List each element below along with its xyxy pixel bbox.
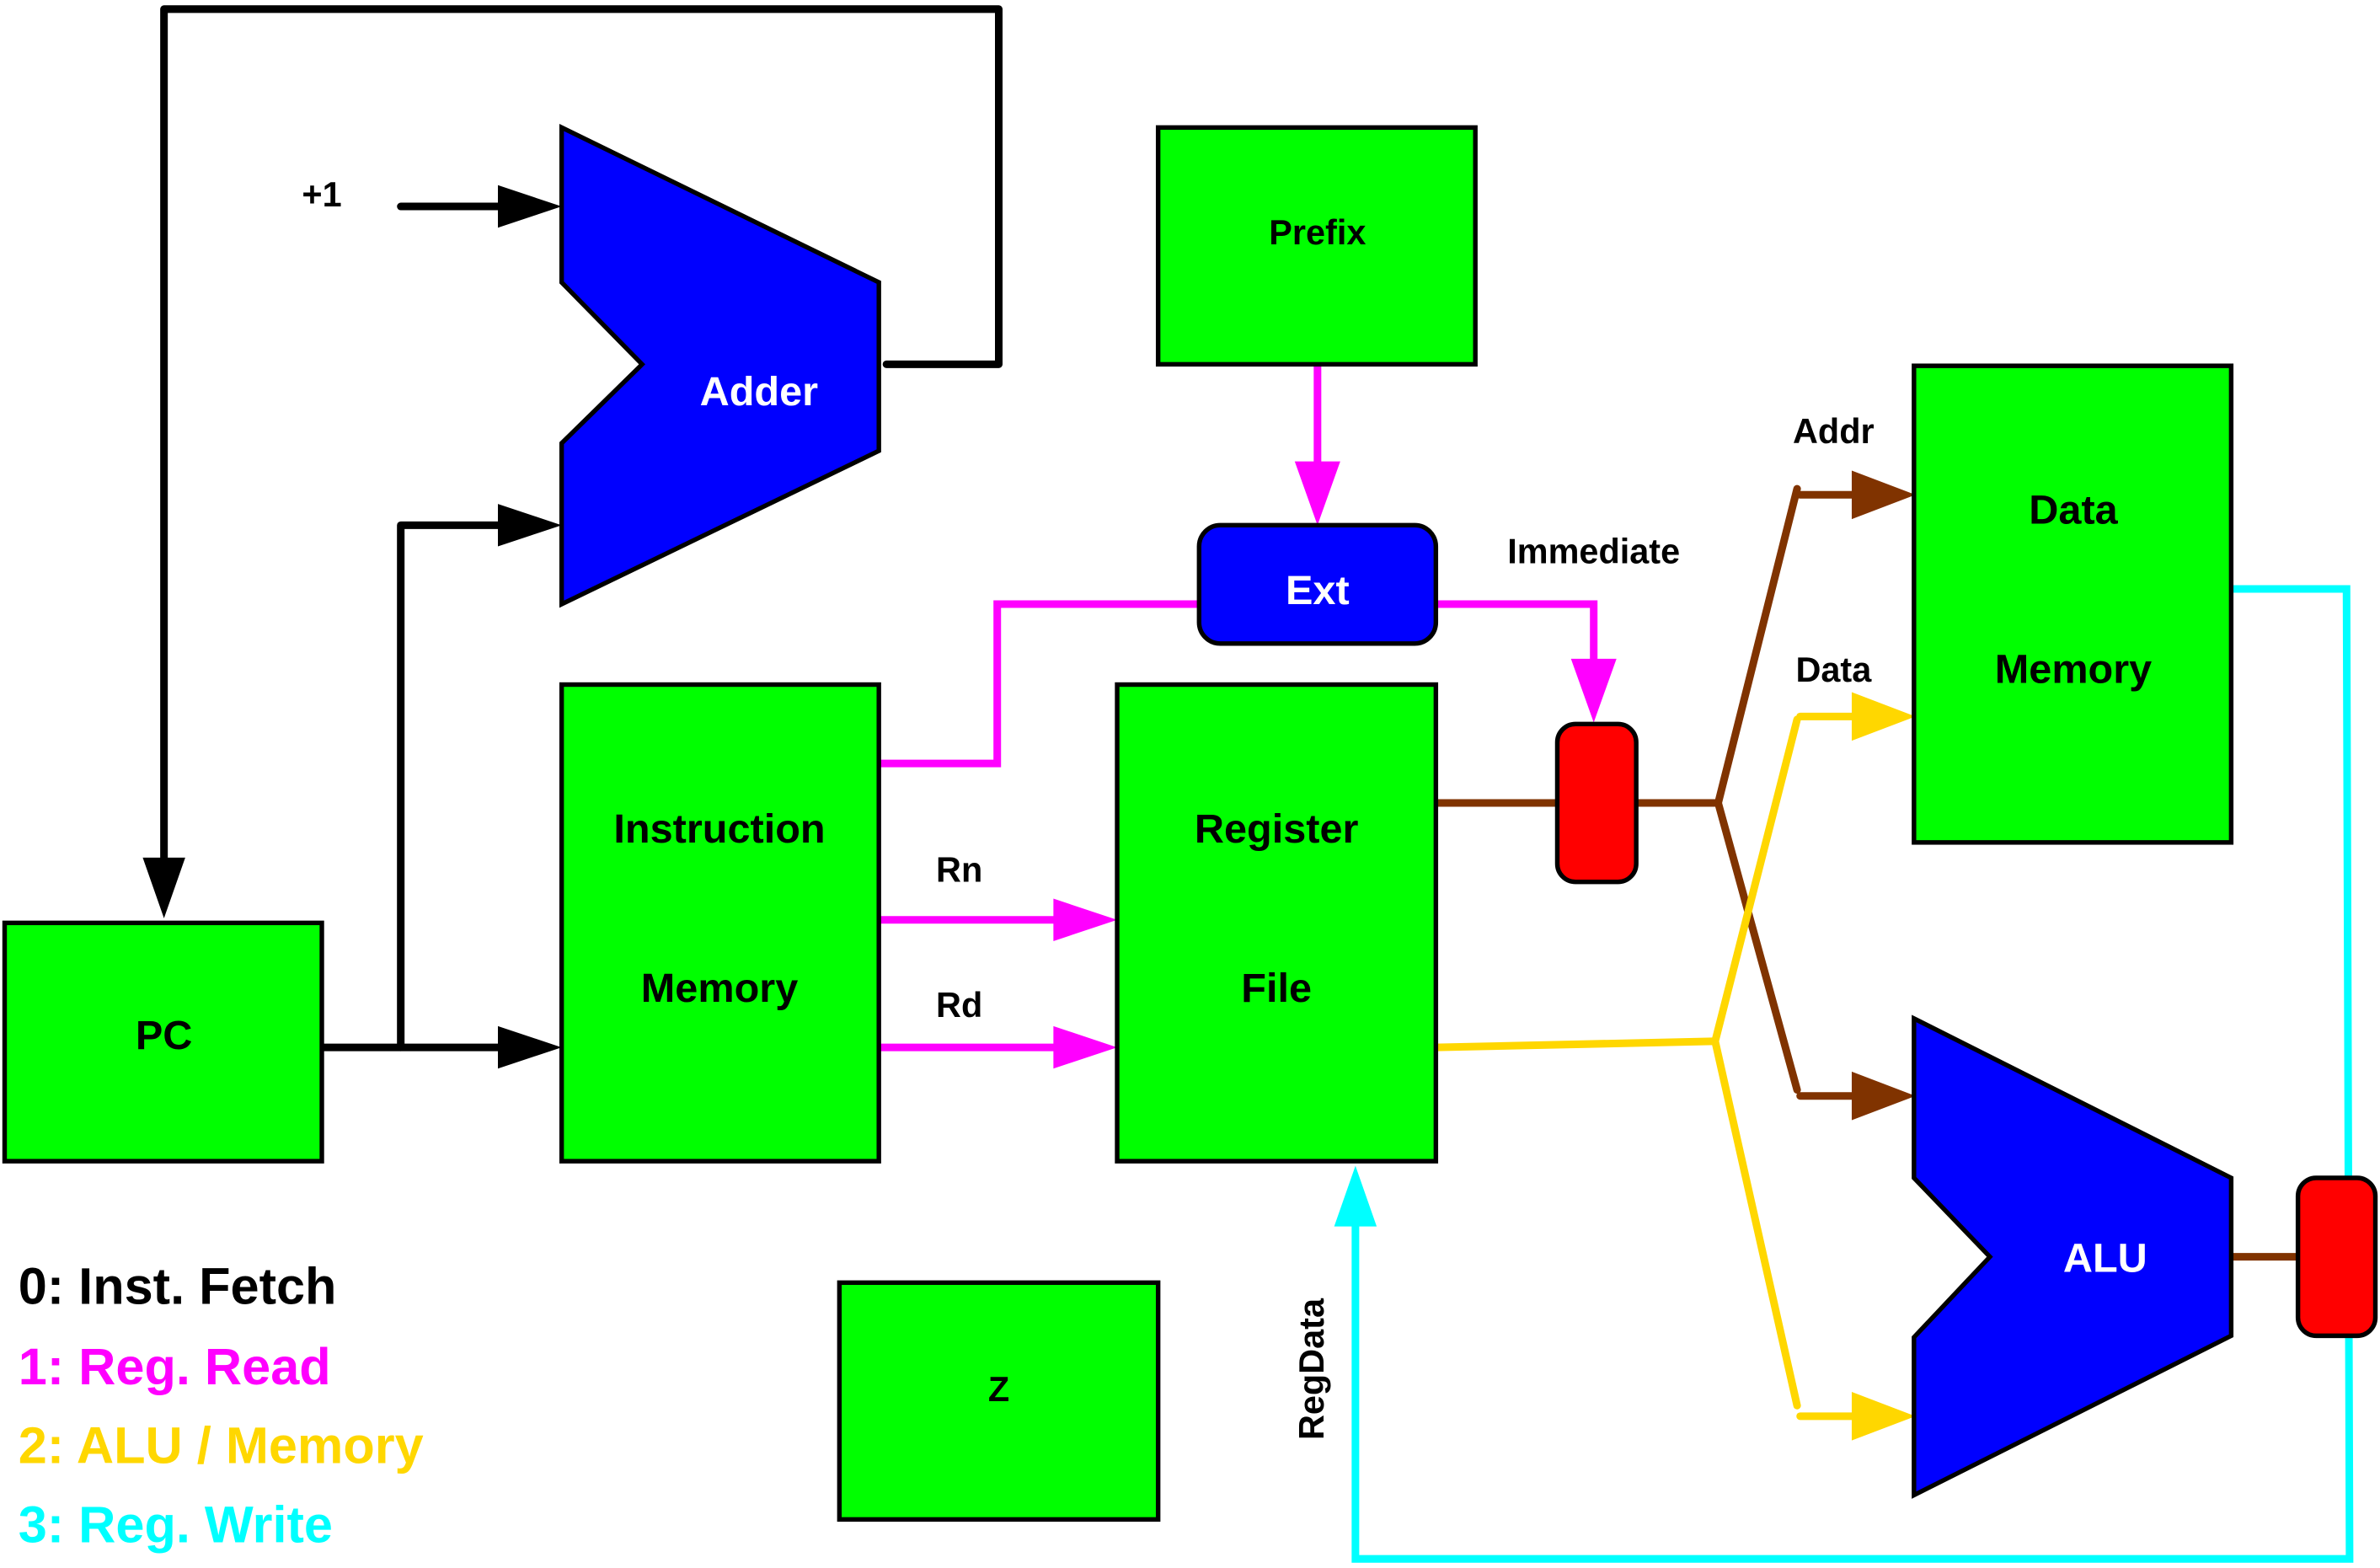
wire-pc-to-adder [397,521,505,1052]
reg-write-wires [1351,585,2354,1563]
immediate-label: Immediate [1507,531,1680,570]
rd-label: Rd [936,985,982,1025]
alu-block: ALU [1912,1014,2234,1499]
z-box [837,1280,1161,1523]
arrowhead-imem-in [497,1025,562,1069]
legend: 0: Inst. Fetch 1: Reg. Read 2: ALU / Mem… [19,1258,424,1554]
wire-regdata [1351,585,2354,1563]
arrowhead-regdata [1334,1165,1377,1227]
alu-shape [1912,1014,2234,1499]
instruction-memory-box [559,682,881,1164]
register-file-label-1: Register [1195,806,1359,852]
arrowhead-rn [1053,898,1118,941]
arrowhead-rd [1053,1025,1118,1069]
arrowhead-immediate [1570,658,1617,723]
prefix-box [1155,125,1478,367]
immediate-mux [1554,721,1639,885]
data-memory-box [1912,363,2234,845]
arrowhead-ext-in [1294,461,1340,526]
pc-box [2,920,324,1164]
ext-label: Ext [1286,568,1350,613]
adder-shape [559,124,881,608]
arrowhead-plus-one [497,185,562,228]
z-block: Z [837,1280,1161,1523]
fetch-arrowheads [142,185,562,1069]
legend-stage-2: 2: ALU / Memory [19,1417,424,1474]
alu-mem-arrowheads [1851,470,1916,1441]
ext-block: Ext [1196,522,1439,646]
wire-adder-to-pc [160,5,1003,862]
data-memory-label-1: Data [2029,488,2118,533]
addr-label: Addr [1793,411,1875,451]
instruction-memory-block: Instruction Memory [559,682,881,1164]
register-file-block: Register File [1115,682,1439,1164]
arrowhead-pc-in [142,857,185,918]
ext-box [1196,522,1439,646]
register-file-label-2: File [1241,966,1312,1011]
wire-imem-to-ext [880,600,1200,768]
plus-one-label: +1 [302,174,341,214]
z-label: Z [988,1369,1009,1409]
pc-label: PC [136,1013,193,1058]
prefix-block: Prefix [1155,125,1478,367]
adder-label: Adder [700,369,819,415]
wire-alu-b-branch [1711,1037,1801,1410]
wire-alu-a-branch [1714,799,1801,1094]
instruction-memory-label-1: Instruction [613,806,825,852]
arrowhead-addr [1851,470,1916,520]
arrowhead-adder-in [497,504,562,547]
fetch-wires [160,5,1003,1052]
wire-rf-data-out [1431,1037,1719,1052]
arrowhead-alu-b [1851,1392,1916,1441]
writeback-mux [2295,1175,2378,1339]
alu-label: ALU [2063,1236,2147,1282]
legend-stage-3: 3: Reg. Write [19,1496,333,1553]
data-memory-label-2: Memory [1995,647,2152,693]
wire-ext-to-mux [1436,600,1598,662]
legend-stage-1: 1: Reg. Read [19,1338,331,1395]
regdata-label: RegData [1292,1298,1331,1440]
rn-label: Rn [936,850,982,890]
pc-block: PC [2,920,324,1164]
adder-block: Adder [559,124,881,608]
data-memory-block: Data Memory [1912,363,2234,845]
instruction-memory-label-2: Memory [641,966,798,1011]
wire-data-branch [1711,715,1801,1046]
prefix-label: Prefix [1269,212,1366,252]
arrowhead-data [1851,692,1916,741]
reg-read-arrowheads [1053,461,1617,1069]
data-label: Data [1795,650,1872,689]
arrowhead-alu-a [1851,1071,1916,1121]
register-file-box [1115,682,1439,1164]
alu-mem-wires [1431,484,2302,1421]
legend-stage-0: 0: Inst. Fetch [19,1258,337,1315]
wire-addr-branch [1714,484,1801,807]
reg-read-wires [880,364,1598,1052]
